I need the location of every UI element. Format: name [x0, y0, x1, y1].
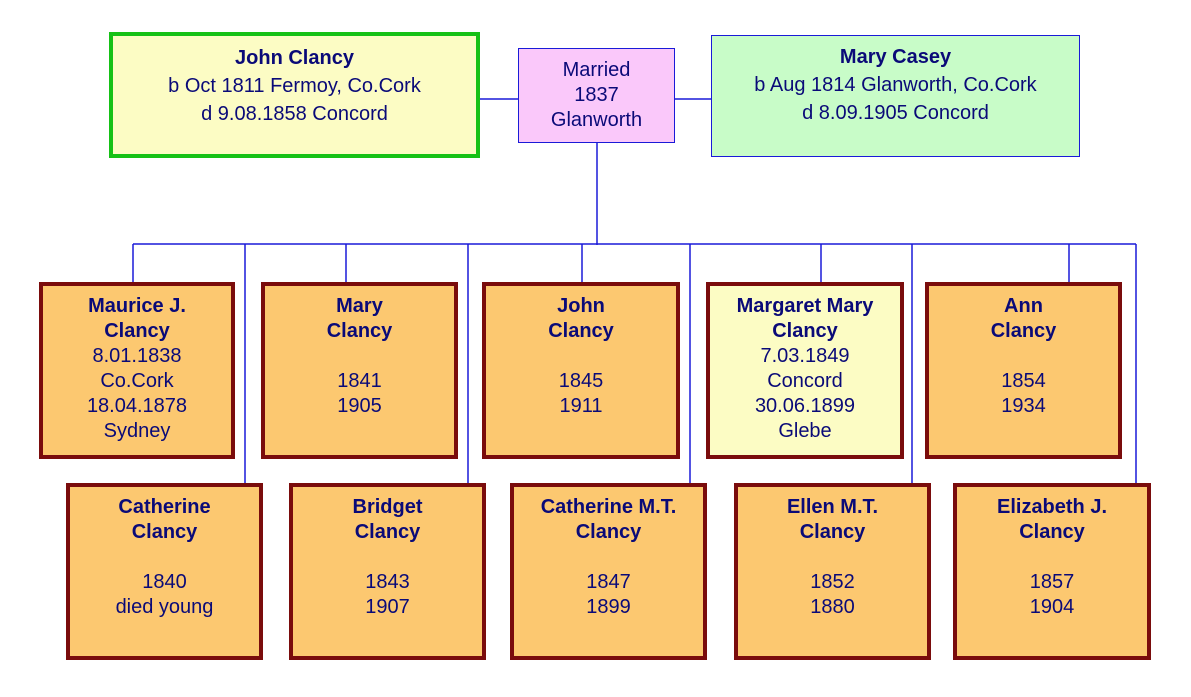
mother-box: Mary Casey b Aug 1814 Glanworth, Co.Cork… — [711, 35, 1080, 157]
child-surname: Clancy — [799, 521, 866, 543]
child-name: Catherine — [118, 496, 211, 518]
child-birth-date: 8.01.1838 — [92, 345, 182, 367]
child-box-bridget: Bridget Clancy 1843 1907 — [289, 483, 486, 660]
child-name: Ellen M.T. — [786, 496, 879, 518]
child-line-3 — [486, 344, 676, 369]
child-line-3 — [265, 344, 454, 369]
child-death-year: 1905 — [337, 395, 382, 417]
child-death-year: 1904 — [1029, 596, 1075, 618]
child-box-catherine: Catherine Clancy 1840 died young — [66, 483, 263, 660]
child-birth-year: 1841 — [337, 370, 382, 392]
child-line-3 — [293, 545, 482, 570]
child-line-3 — [514, 545, 703, 570]
child-birth-place: Concord — [767, 370, 843, 392]
child-line-3 — [957, 545, 1147, 570]
father-death: d 9.08.1858 Concord — [201, 103, 388, 125]
child-birth-year: 1847 — [586, 571, 631, 593]
child-name: Mary — [336, 295, 383, 317]
child-death-year: 1934 — [1001, 395, 1046, 417]
marriage-year: 1837 — [574, 84, 619, 106]
child-birth-year: 1852 — [810, 571, 855, 593]
child-surname: Clancy — [1019, 521, 1085, 543]
child-death-date: 30.06.1899 — [754, 395, 856, 417]
child-line-6 — [265, 419, 454, 444]
child-birth-date: 7.03.1849 — [760, 345, 850, 367]
child-surname: Clancy — [354, 521, 421, 543]
child-name: Maurice J. — [88, 295, 186, 317]
child-death-place: Sydney — [103, 420, 171, 442]
child-name: Margaret Mary — [736, 295, 874, 317]
child-surname: Clancy — [326, 320, 393, 342]
child-line-6 — [514, 620, 703, 645]
child-death-note: died young — [115, 596, 214, 618]
child-box-mary: Mary Clancy 1841 1905 — [261, 282, 458, 459]
mother-name: Mary Casey — [839, 46, 952, 68]
child-birth-year: 1857 — [1029, 571, 1075, 593]
child-name: Catherine M.T. — [540, 496, 677, 518]
child-line-6 — [486, 419, 676, 444]
child-box-elizabeth: Elizabeth J. Clancy 1857 1904 — [953, 483, 1151, 660]
child-box-ellen: Ellen M.T. Clancy 1852 1880 — [734, 483, 931, 660]
child-name: Bridget — [352, 496, 423, 518]
child-surname: Clancy — [104, 320, 170, 342]
child-line-3 — [738, 545, 927, 570]
child-surname: Clancy — [548, 320, 614, 342]
child-death-date: 18.04.1878 — [86, 395, 188, 417]
child-line-6 — [738, 620, 927, 645]
child-death-place: Glebe — [778, 420, 832, 442]
child-line-6 — [70, 620, 259, 645]
father-name: John Clancy — [235, 47, 354, 69]
child-name: Ann — [1004, 295, 1043, 317]
child-death-year: 1911 — [559, 395, 603, 417]
child-line-6 — [957, 620, 1147, 645]
father-box: John Clancy b Oct 1811 Fermoy, Co.Cork d… — [109, 32, 480, 158]
child-birth-place: Co.Cork — [100, 370, 174, 392]
child-box-john: John Clancy 1845 1911 — [482, 282, 680, 459]
child-birth-year: 1840 — [142, 571, 187, 593]
child-birth-year: 1843 — [365, 571, 410, 593]
child-box-margaret: Margaret Mary Clancy 7.03.1849 Concord 3… — [706, 282, 904, 459]
mother-death: d 8.09.1905 Concord — [802, 102, 989, 124]
child-surname: Clancy — [772, 320, 838, 342]
child-line-3 — [929, 344, 1118, 369]
child-birth-year: 1845 — [558, 370, 604, 392]
child-birth-year: 1854 — [1001, 370, 1046, 392]
child-line-3 — [70, 545, 259, 570]
child-box-maurice: Maurice J. Clancy 8.01.1838 Co.Cork 18.0… — [39, 282, 235, 459]
marriage-label: Married — [562, 59, 631, 81]
child-surname: Clancy — [131, 521, 198, 543]
child-line-6 — [293, 620, 482, 645]
child-death-year: 1907 — [365, 596, 410, 618]
child-name: Elizabeth J. — [996, 496, 1108, 518]
child-box-ann: Ann Clancy 1854 1934 — [925, 282, 1122, 459]
child-death-year: 1880 — [810, 596, 855, 618]
child-surname: Clancy — [575, 521, 642, 543]
child-line-6 — [929, 419, 1118, 444]
marriage-box: Married 1837 Glanworth — [518, 48, 675, 143]
child-name: John — [557, 295, 605, 317]
marriage-place: Glanworth — [550, 109, 643, 131]
mother-birth: b Aug 1814 Glanworth, Co.Cork — [754, 74, 1037, 96]
child-death-year: 1899 — [586, 596, 631, 618]
child-surname: Clancy — [990, 320, 1057, 342]
father-birth: b Oct 1811 Fermoy, Co.Cork — [168, 75, 421, 97]
child-box-catherine-mt: Catherine M.T. Clancy 1847 1899 — [510, 483, 707, 660]
